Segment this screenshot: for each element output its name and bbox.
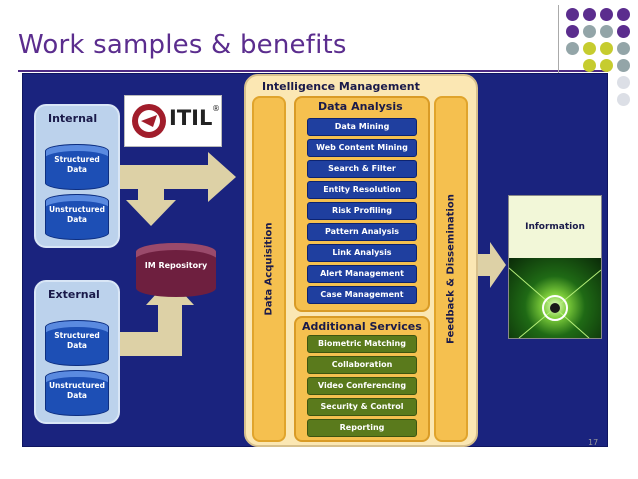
- data-acquisition-label: Data Acquisition: [263, 222, 275, 316]
- dot: [566, 8, 579, 21]
- arrow-internal-down: [126, 180, 176, 226]
- repository-label: IM Repository: [144, 261, 208, 270]
- arrow-internal-to-acquisition: [117, 152, 236, 202]
- dot: [617, 25, 630, 38]
- data-analysis-section: Data Analysis Data Mining Web Content Mi…: [294, 96, 430, 312]
- service-reporting: Reporting: [307, 419, 417, 437]
- feedback-dissemination-bar: Feedback & Dissemination: [434, 96, 468, 442]
- information-output-box: Information: [508, 195, 602, 339]
- additional-services-title: Additional Services: [302, 320, 422, 333]
- external-structured-data-cylinder: Structured Data: [45, 320, 109, 366]
- service-link-analysis: Link Analysis: [307, 244, 417, 262]
- dot: [600, 25, 613, 38]
- external-sources-box: External Structured Data Unstructured Da…: [34, 280, 120, 424]
- decorative-dot-grid: [566, 8, 634, 108]
- cylinder-label: Unstructured Data: [48, 205, 106, 224]
- service-data-mining: Data Mining: [307, 118, 417, 136]
- service-web-content-mining: Web Content Mining: [307, 139, 417, 157]
- dot: [583, 8, 596, 21]
- internal-title: Internal: [48, 112, 98, 125]
- dot: [566, 42, 579, 55]
- dot: [617, 76, 630, 89]
- external-unstructured-data-cylinder: Unstructured Data: [45, 370, 109, 416]
- eye-graphic-icon: [509, 267, 601, 338]
- service-search-filter: Search & Filter: [307, 160, 417, 178]
- dot: [617, 42, 630, 55]
- itil-logo: ITIL ®: [124, 95, 222, 147]
- im-repository-cylinder: IM Repository: [136, 243, 216, 297]
- logo-text: ITIL: [169, 106, 213, 130]
- internal-sources-box: Internal Structured Data Unstructured Da…: [34, 104, 120, 248]
- internal-unstructured-data-cylinder: Unstructured Data: [45, 194, 109, 240]
- internal-structured-data-cylinder: Structured Data: [45, 144, 109, 190]
- dot: [617, 93, 630, 106]
- information-label: Information: [525, 222, 585, 232]
- dot: [617, 8, 630, 21]
- dot: [583, 59, 596, 72]
- service-entity-resolution: Entity Resolution: [307, 181, 417, 199]
- data-acquisition-bar: Data Acquisition: [252, 96, 286, 442]
- logo-registered-mark: ®: [212, 104, 220, 113]
- arrow-external-to-acquisition: [117, 279, 194, 356]
- cylinder-label: Unstructured Data: [48, 381, 106, 400]
- corner-divider: [558, 5, 559, 75]
- service-alert-management: Alert Management: [307, 265, 417, 283]
- service-video-conferencing: Video Conferencing: [307, 377, 417, 395]
- feedback-dissemination-label: Feedback & Dissemination: [445, 194, 457, 344]
- page-number: 17: [588, 438, 599, 447]
- dot: [583, 25, 596, 38]
- service-pattern-analysis: Pattern Analysis: [307, 223, 417, 241]
- service-risk-profiling: Risk Profiling: [307, 202, 417, 220]
- data-analysis-title: Data Analysis: [318, 100, 403, 113]
- service-biometric-matching: Biometric Matching: [307, 335, 417, 353]
- title-underline: [18, 70, 608, 72]
- service-case-management: Case Management: [307, 286, 417, 304]
- slide-title: Work samples & benefits: [18, 30, 347, 60]
- cylinder-label: Structured Data: [54, 155, 100, 174]
- dot: [566, 25, 579, 38]
- dot: [617, 59, 630, 72]
- dot: [600, 8, 613, 21]
- dot: [600, 42, 613, 55]
- information-header: Information: [509, 196, 601, 258]
- external-title: External: [48, 288, 100, 301]
- intelligence-management-title: Intelligence Management: [262, 80, 420, 93]
- additional-services-section: Additional Services Biometric Matching C…: [294, 316, 430, 442]
- itil-emblem-icon: [132, 104, 166, 138]
- dot: [583, 42, 596, 55]
- service-collaboration: Collaboration: [307, 356, 417, 374]
- cylinder-label: Structured Data: [54, 331, 100, 350]
- arrow-to-information: [478, 242, 506, 288]
- dot: [600, 59, 613, 72]
- information-graphic: [509, 258, 601, 338]
- service-security-control: Security & Control: [307, 398, 417, 416]
